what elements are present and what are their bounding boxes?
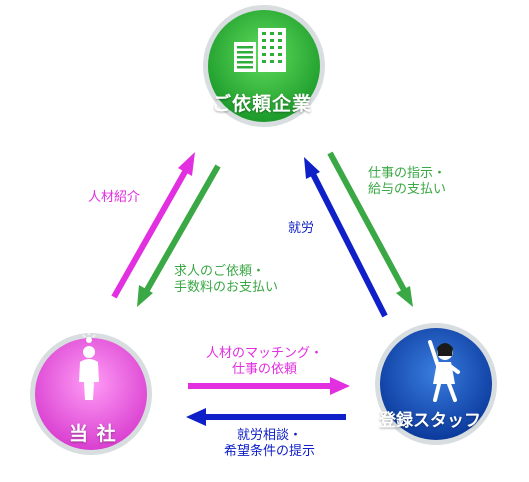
label-us-to-staff: 人材のマッチング・ 仕事の依頼 [206, 346, 324, 377]
label-staff-to-client: 就労 [288, 221, 315, 236]
us-node-label: 当 社 [69, 423, 117, 445]
arrow-us-to-client [111, 152, 195, 299]
label-staff-to-us: 就労相談・ 希望条件の提示 [224, 428, 316, 459]
label-client-to-us: 求人のご依頼・ 手数料のお支払い [174, 264, 279, 295]
arrow-client-to-staff [327, 151, 413, 307]
staff-node-label: 登録スタッフ [379, 411, 481, 431]
office-building-icon [234, 28, 286, 72]
arrow-us-to-staff [188, 377, 350, 395]
client-node-label: ご依頼企業 [212, 93, 313, 115]
woman-icon [79, 332, 99, 400]
arrow-client-to-us [137, 164, 221, 307]
label-us-to-client: 人材紹介 [88, 190, 141, 205]
arrow-staff-to-client [304, 157, 388, 318]
cheering-woman-icon [428, 340, 460, 402]
arrow-staff-to-us [186, 408, 346, 426]
label-client-to-staff: 仕事の指示・ 給与の支払い [368, 166, 447, 197]
